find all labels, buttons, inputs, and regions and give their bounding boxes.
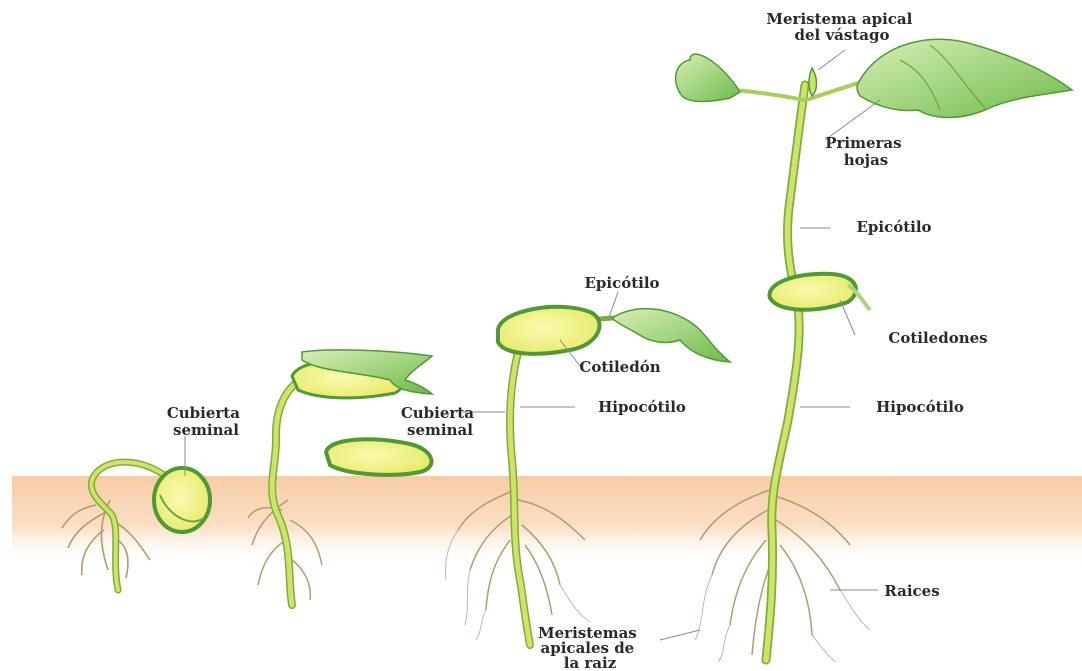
shoot-apex-stage-4 [809, 68, 817, 96]
label-epicotilo-large: Epicótilo [856, 218, 931, 236]
label-cotiledones: Cotiledones [888, 329, 987, 347]
label-raices: Raices [884, 582, 939, 600]
cotyledon-stage-3 [498, 307, 600, 354]
leaves-stage-3 [612, 309, 730, 362]
seed-coat-stage-2 [326, 439, 431, 475]
seedling-stage-4 [676, 39, 1072, 662]
first-leaf-right [857, 39, 1072, 117]
label-hipocotilo-small: Hipocótilo [598, 398, 686, 416]
first-leaf-left [676, 54, 740, 101]
label-meristemas-raiz: Meristemas apicales de la raiz [538, 624, 642, 671]
label-primeras-hojas: Primeras hojas [825, 134, 907, 169]
cotyledons-stage-4 [770, 274, 856, 310]
label-hipocotilo-large: Hipocótilo [876, 398, 964, 416]
label-cotiledon: Cotiledón [579, 358, 660, 376]
label-cubierta-seminal-1: Cubierta seminal [167, 404, 245, 439]
label-meristema-apical-vastago: Meristema apical del vástago [766, 10, 917, 44]
label-epicotilo-small: Epicótilo [584, 274, 659, 292]
label-cubierta-seminal-2: Cubierta seminal [401, 404, 479, 439]
